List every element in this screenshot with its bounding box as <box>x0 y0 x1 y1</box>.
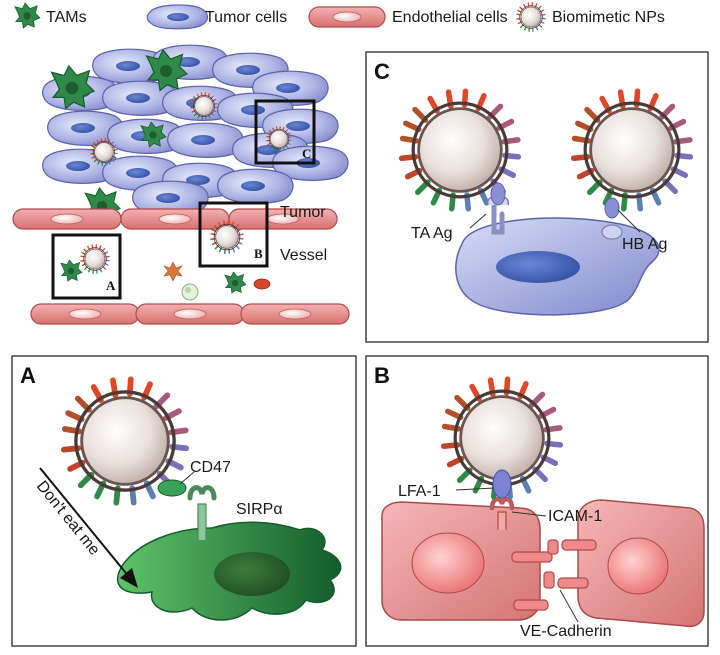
legend-tumor-cell-icon <box>146 4 209 30</box>
ta-ag-receptor <box>486 182 510 235</box>
icam1-receptor <box>489 496 515 530</box>
endothelial-cell-right <box>577 499 705 628</box>
vessel-wall-bottom <box>30 303 350 325</box>
legend: TAMs Tumor cells Endothelial cells Biomi… <box>14 2 665 32</box>
tumor-label: Tumor <box>280 204 326 221</box>
panel-c-letter: C <box>374 59 390 84</box>
zoom-box-c <box>254 99 316 165</box>
zoom-box-a <box>51 233 122 300</box>
legend-tams-label: TAMs <box>46 9 87 26</box>
lfa1-ligand <box>492 469 512 499</box>
panel-b-letter: B <box>374 363 390 388</box>
tam-cell <box>60 259 83 282</box>
vessel-label: Vessel <box>280 247 327 264</box>
zoom-box-b <box>198 201 269 268</box>
red-cell-icon <box>253 278 271 290</box>
zoom-box-c-label: C <box>302 146 311 161</box>
sirpa-receptor <box>187 485 217 540</box>
zoom-box-a-label: A <box>106 278 116 293</box>
panel-c: C TA Ag HB Ag <box>365 51 709 343</box>
white-cell-icon <box>181 283 199 301</box>
legend-nps-label: Biomimetic NPs <box>552 9 665 26</box>
overview-diagram: C B A Tumor Vessel <box>12 44 350 325</box>
hb-ag-receptor <box>601 197 623 240</box>
endothelial-nucleus <box>607 537 669 595</box>
legend-endothelial-icon <box>308 6 386 28</box>
tam-cell <box>224 271 247 294</box>
endothelial-nucleus <box>411 532 485 594</box>
legend-tumor-cells-label: Tumor cells <box>205 9 287 26</box>
panel-a-frame <box>11 355 357 647</box>
ta-ag-label: TA Ag <box>411 225 453 242</box>
legend-endothelial-label: Endothelial cells <box>392 9 508 26</box>
panel-b-frame <box>365 355 709 647</box>
macrophage-nucleus <box>214 552 290 596</box>
panel-a: A CD47 SIRPα Don't eat me <box>11 355 357 647</box>
sirpa-label: SIRPα <box>236 501 283 518</box>
panel-a-letter: A <box>20 363 36 388</box>
lfa1-label: LFA-1 <box>398 483 441 500</box>
macrophage-cell <box>116 521 342 621</box>
ve-cadherin-junctions <box>511 539 597 611</box>
dont-eat-me-arrowhead <box>120 568 138 588</box>
np-particle <box>80 244 110 274</box>
cd47-ligand <box>157 479 187 497</box>
legend-np-icon <box>516 2 546 32</box>
icam1-label: ICAM-1 <box>548 508 602 525</box>
hb-ag-label: HB Ag <box>622 236 667 253</box>
panel-b: B LFA-1 ICAM-1 VE <box>365 355 709 647</box>
dont-eat-me-label: Don't eat me <box>33 478 103 559</box>
platelet-icon <box>163 261 183 282</box>
cd47-label: CD47 <box>190 459 231 476</box>
legend-tam-icon <box>14 2 41 29</box>
zoom-box-b-label: B <box>254 246 263 261</box>
ve-cadherin-label: VE-Cadherin <box>520 623 612 640</box>
panel-c-frame <box>365 51 709 343</box>
tumor-nucleus <box>496 251 580 283</box>
tumor-cell-large <box>455 217 660 316</box>
np-particle-c-right <box>574 91 691 209</box>
